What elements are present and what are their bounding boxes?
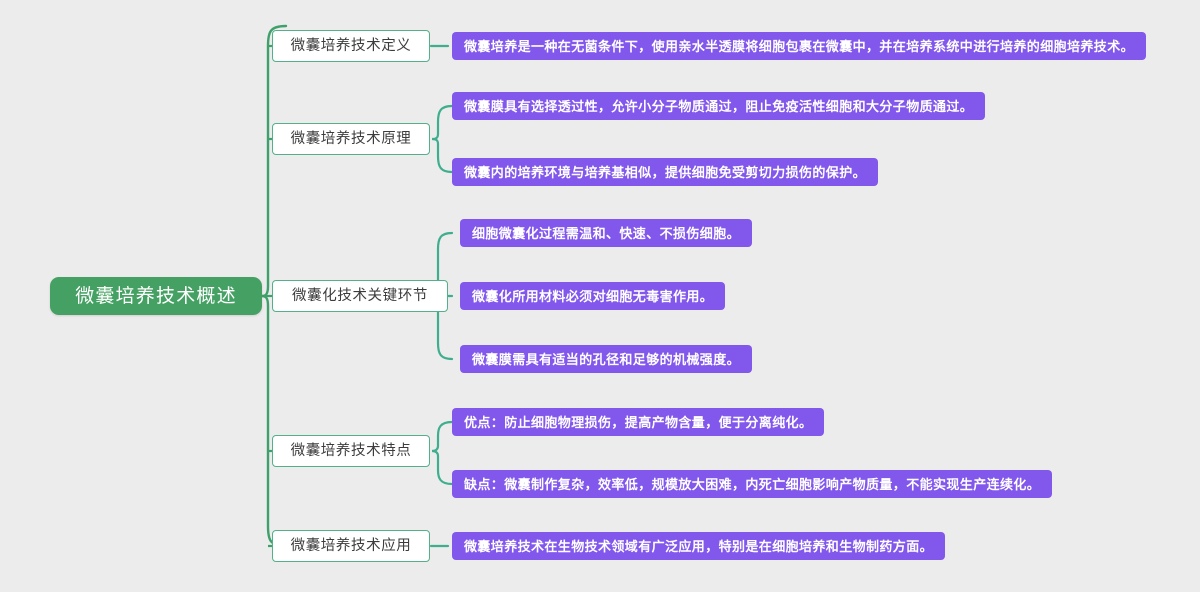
branch-node-4-label: 微囊培养技术特点 [290,442,412,459]
leaf-node-2-2[interactable]: 微囊内的培养环境与培养基相似，提供细胞免受剪切力损伤的保护。 [452,158,879,186]
root-node-label: 微囊培养技术概述 [75,285,237,307]
branch-node-2[interactable]: 微囊培养技术原理 [272,123,430,155]
leaf-node-2-1-label: 微囊膜具有选择透过性，允许小分子物质通过，阻止免疫活性细胞和大分子物质通过。 [464,98,974,114]
leaf-node-3-1-label: 细胞微囊化过程需温和、快速、不损伤细胞。 [472,225,741,241]
branch-node-1-label: 微囊培养技术定义 [290,37,412,54]
root-node[interactable]: 微囊培养技术概述 [50,277,262,315]
leaf-node-3-3-label: 微囊膜需具有适当的孔径和足够的机械强度。 [472,351,741,367]
leaf-node-3-1[interactable]: 细胞微囊化过程需温和、快速、不损伤细胞。 [460,219,753,247]
leaf-node-2-2-label: 微囊内的培养环境与培养基相似，提供细胞免受剪切力损伤的保护。 [464,164,867,180]
leaf-node-4-1-label: 优点：防止细胞物理损伤，提高产物含量，便于分离纯化。 [464,414,813,430]
leaf-node-4-1[interactable]: 优点：防止细胞物理损伤，提高产物含量，便于分离纯化。 [452,408,825,436]
leaf-node-1-1-label: 微囊培养是一种在无菌条件下，使用亲水半透膜将细胞包裹在微囊中，并在培养系统中进行… [464,38,1135,54]
leaf-node-5-1-label: 微囊培养技术在生物技术领域有广泛应用，特别是在细胞培养和生物制药方面。 [464,538,934,554]
leaf-node-5-1[interactable]: 微囊培养技术在生物技术领域有广泛应用，特别是在细胞培养和生物制药方面。 [452,532,946,560]
branch-node-1[interactable]: 微囊培养技术定义 [272,30,430,62]
branch-node-3[interactable]: 微囊化技术关键环节 [272,280,448,312]
leaf-node-3-2-label: 微囊化所用材料必须对细胞无毒害作用。 [472,288,714,304]
branch-node-4[interactable]: 微囊培养技术特点 [272,435,430,467]
leaf-node-4-2-label: 缺点：微囊制作复杂，效率低，规模放大困难，内死亡细胞影响产物质量，不能实现生产连… [464,476,1041,492]
leaf-node-3-3[interactable]: 微囊膜需具有适当的孔径和足够的机械强度。 [460,345,753,373]
branch-node-2-label: 微囊培养技术原理 [290,130,412,147]
branch-node-3-label: 微囊化技术关键环节 [292,287,428,304]
branch-2-leaf-bracket [431,104,454,174]
branch-node-5[interactable]: 微囊培养技术应用 [272,530,430,562]
leaf-node-4-2[interactable]: 缺点：微囊制作复杂，效率低，规模放大困难，内死亡细胞影响产物质量，不能实现生产连… [452,470,1053,498]
leaf-node-3-2[interactable]: 微囊化所用材料必须对细胞无毒害作用。 [460,282,726,310]
leaf-node-1-1[interactable]: 微囊培养是一种在无菌条件下，使用亲水半透膜将细胞包裹在微囊中，并在培养系统中进行… [452,32,1147,60]
leaf-node-2-1[interactable]: 微囊膜具有选择透过性，允许小分子物质通过，阻止免疫活性细胞和大分子物质通过。 [452,92,986,120]
branch-node-5-label: 微囊培养技术应用 [290,537,412,554]
branch-4-leaf-bracket [431,420,454,486]
